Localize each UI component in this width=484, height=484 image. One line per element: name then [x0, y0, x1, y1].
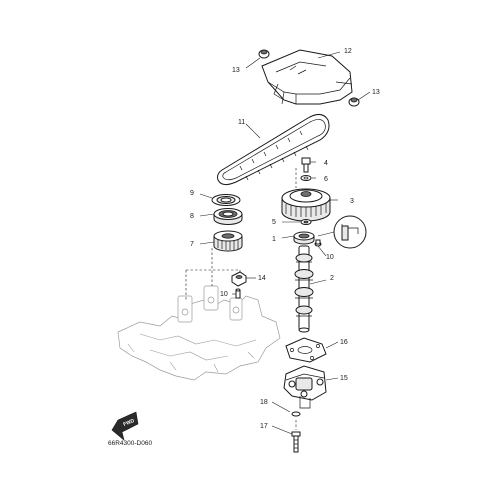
drive-pulley-part — [213, 230, 243, 252]
dowel-pin-lower-part — [235, 288, 241, 299]
callout-18: 18 — [260, 399, 268, 406]
callout-15: 15 — [340, 375, 348, 382]
driven-pulley-part — [281, 188, 331, 222]
engine-block-outline — [117, 285, 281, 381]
callout-8: 8 — [190, 213, 194, 220]
belt-cover-part — [261, 49, 353, 105]
callout-17: 17 — [260, 423, 268, 430]
pulley-bolt-part — [301, 157, 311, 173]
dowel-pin-upper-part — [314, 239, 322, 247]
callout-12: 12 — [344, 48, 352, 55]
callout-9: 9 — [190, 190, 194, 197]
callout-10-lower: 10 — [220, 291, 228, 298]
cover-grommet-left — [258, 49, 270, 59]
drawing-code: 66R4300-D060 — [108, 440, 152, 447]
callout-7: 7 — [190, 241, 194, 248]
nut-part — [231, 271, 247, 287]
callout-5: 5 — [272, 219, 276, 226]
bearing-part — [213, 208, 243, 225]
callout-3: 3 — [350, 198, 354, 205]
callout-11: 11 — [238, 119, 245, 126]
o-ring-part — [291, 411, 301, 417]
callout-13-left: 13 — [232, 67, 240, 74]
key-detail-inset — [317, 215, 367, 249]
key-part — [300, 219, 312, 225]
washer-part — [300, 175, 312, 181]
callout-4: 4 — [324, 160, 328, 167]
forward-arrow-icon: FWD — [111, 411, 139, 441]
callout-13-right: 13 — [372, 89, 380, 96]
camshaft-part — [294, 245, 314, 333]
pump-bolt-part — [291, 431, 301, 453]
callout-10-upper: 10 — [326, 254, 334, 261]
oil-pump-part — [283, 365, 327, 409]
timing-belt-part — [217, 114, 330, 186]
callout-6: 6 — [324, 176, 328, 183]
callout-2: 2 — [330, 275, 334, 282]
camshaft-bearing-part — [293, 231, 315, 245]
callout-14: 14 — [258, 275, 266, 282]
callout-1: 1 — [272, 236, 276, 243]
leader-lines — [199, 51, 371, 435]
oil-seal-part — [211, 194, 241, 206]
cover-grommet-right — [348, 97, 360, 107]
callout-16: 16 — [340, 339, 348, 346]
forward-arrow-label: FWD — [123, 418, 136, 428]
callout-numbers: 12 13 13 11 4 6 3 9 8 7 5 1 10 2 14 10 1… — [190, 48, 380, 430]
pump-gasket-part — [285, 337, 327, 363]
